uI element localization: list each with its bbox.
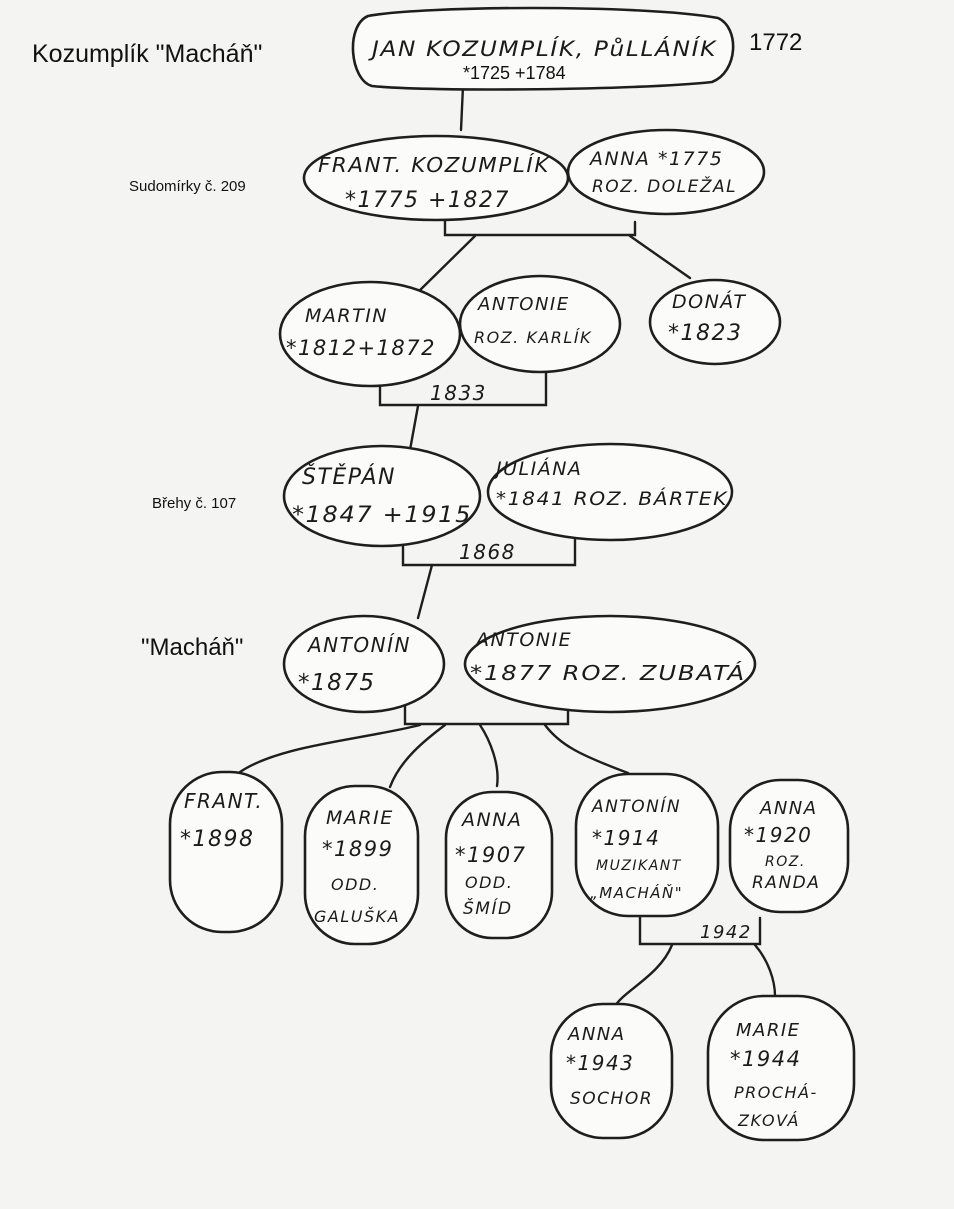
antonin-1914-occupation: MUZIKANT <box>596 858 682 874</box>
anna-1920-dates: *1920 <box>744 823 812 847</box>
connector-lines <box>238 84 777 1008</box>
antonie-zubata-born: *1877 ROZ. ZUBATÁ <box>470 661 746 685</box>
bubble-donat <box>648 278 782 366</box>
antonin-1875-name: ANTONÍN <box>306 633 411 657</box>
juliana-name: JULIÁNA <box>492 457 582 480</box>
jan-dates: *1725 +1784 <box>463 63 566 83</box>
bubble-antonin-1914 <box>574 772 720 918</box>
antonin-1875-dates: *1875 <box>298 670 376 696</box>
donat-dates: *1823 <box>668 321 743 346</box>
frant-name: FRANT. KOZUMPLÍK <box>318 153 550 177</box>
anna-1943-married: SOCHOR <box>570 1089 653 1109</box>
anna-1920-born: RANDA <box>752 873 820 893</box>
bubble-martin <box>278 280 462 388</box>
bubble-marie-1944 <box>706 994 856 1142</box>
antonin-1914-name: ANTONÍN <box>591 795 681 817</box>
bubble-antonie-zubata <box>463 614 757 714</box>
marie-1899-name: MARIE <box>326 807 394 829</box>
marie-1944-married-2: ZKOVÁ <box>737 1111 800 1130</box>
bubble-stepan <box>282 444 482 548</box>
martin-name: MARTIN <box>305 305 388 327</box>
jan-name: JAN KOZUMPLÍK, PůLLÁNÍK <box>368 36 718 61</box>
frant-dates: *1775 +1827 <box>345 188 510 213</box>
place-label-sudomirky: Sudomírky č. 209 <box>129 178 246 195</box>
frant-1898-dates: *1898 <box>180 827 255 852</box>
marriage-year-1868: 1868 <box>459 540 516 564</box>
antonie-karlik-name: ANTONIE <box>477 294 570 315</box>
marriage-year-1942: 1942 <box>700 922 752 943</box>
person-bubbles <box>168 6 856 1142</box>
marie-1899-married: GALUŠKA <box>314 907 400 926</box>
bubble-antonin-1875 <box>282 614 446 714</box>
anna-1943-name: ANNA <box>567 1024 626 1045</box>
anna-1907-note: ODD. <box>465 873 513 892</box>
donat-name: DONÁT <box>672 290 747 313</box>
marie-1944-married-1: PROCHÁ- <box>734 1083 818 1102</box>
bubble-juliana <box>486 442 734 542</box>
martin-dates: *1812+1872 <box>286 336 436 360</box>
bubble-jan <box>351 6 735 91</box>
antonin-1914-dates: *1914 <box>592 826 660 850</box>
place-label-brehy: Břehy č. 107 <box>152 495 236 512</box>
anna-1920-name: ANNA <box>759 798 818 819</box>
anna-1775-name: ANNA *1775 <box>588 148 723 170</box>
marie-1944-name: MARIE <box>736 1020 801 1041</box>
year-label: 1772 <box>749 29 802 56</box>
family-title: Kozumplík "Macháň" <box>32 40 262 68</box>
antonie-zubata-name: ANTONIE <box>474 629 572 651</box>
stepan-dates: *1847 +1915 <box>292 503 472 528</box>
anna-1907-name: ANNA <box>460 809 522 831</box>
bubble-antonie-karlik <box>458 274 622 374</box>
stepan-name: ŠTĚPÁN <box>302 464 396 490</box>
antonie-karlik-born: ROZ. KARLÍK <box>474 328 592 347</box>
marie-1899-note: ODD. <box>331 875 379 894</box>
antonin-1914-nickname: „MACHÁŇ" <box>590 883 683 902</box>
nickname-label: "Macháň" <box>141 634 243 661</box>
marie-1944-dates: *1944 <box>730 1047 801 1071</box>
anna-1907-married: ŠMÍD <box>463 897 513 919</box>
anna-1775-born: ROZ. DOLEŽAL <box>592 175 737 197</box>
bubble-anna-1920 <box>728 778 850 914</box>
marie-1899-dates: *1899 <box>322 837 393 861</box>
bubble-anna-1775 <box>566 128 766 216</box>
anna-1907-dates: *1907 <box>455 843 526 867</box>
frant-1898-name: FRANT. <box>184 789 263 813</box>
juliana-born: *1841 ROZ. BÁRTEK <box>496 487 728 510</box>
bubble-anna-1907 <box>444 790 554 940</box>
bubble-anna-1943 <box>549 1002 674 1140</box>
bubble-frant-1898 <box>168 770 284 934</box>
anna-1943-dates: *1943 <box>566 1051 634 1075</box>
marriage-year-1833: 1833 <box>430 381 487 405</box>
anna-1920-note: ROZ. <box>765 854 806 870</box>
bubble-marie-1899 <box>303 784 420 946</box>
